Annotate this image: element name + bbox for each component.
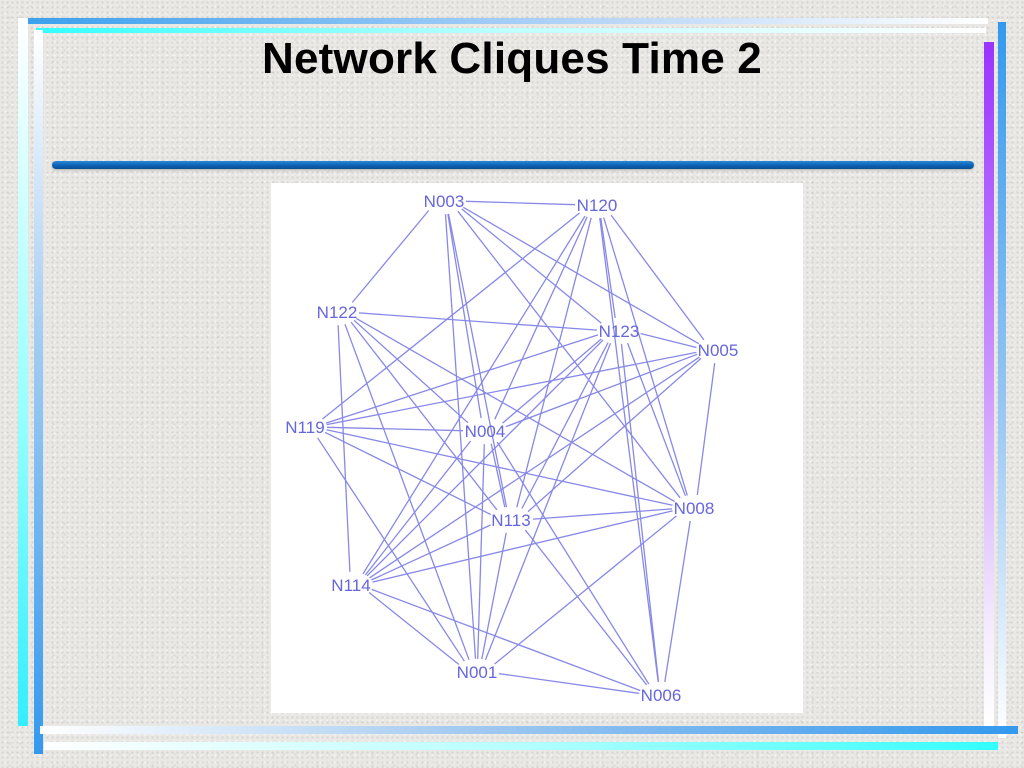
frame-right-bar [984,42,994,726]
edge-n008-n006 [664,520,691,683]
node-n004: N004 [465,422,506,441]
edge-n004-n113 [490,443,506,508]
edge-n003-n004 [447,213,482,419]
edge-n113-n001 [481,532,507,660]
edge-n122-n114 [337,325,351,572]
edge-n120-n113 [516,217,592,508]
edge-n119-n008 [326,429,673,506]
node-n123: N123 [599,322,640,341]
edge-n120-n119 [322,212,580,420]
edge-n005-n113 [527,357,702,513]
edge-n120-n008 [603,217,688,496]
node-n001: N001 [457,663,498,682]
edge-n003-n120 [465,200,576,206]
edge-n001-n006 [498,672,640,695]
node-n120: N120 [577,196,618,215]
edge-n004-n001 [477,444,485,659]
frame-bottom-bar [40,726,1018,734]
edge-n119-n113 [324,431,492,516]
edge-n123-n005 [640,332,697,349]
frame-left-bar [18,18,28,726]
slide-title: Network Cliques Time 2 [262,34,762,83]
edge-n114-n001 [368,591,460,666]
node-n122: N122 [317,303,358,322]
node-n113: N113 [491,511,530,530]
edge-n123-n114 [366,339,604,577]
edge-n113-n006 [524,529,648,686]
edge-n008-n001 [494,515,677,665]
edge-n119-n001 [317,437,465,662]
edge-n004-n114 [364,440,472,576]
edge-n122-n001 [344,324,470,660]
edge-n120-n123 [600,217,616,319]
edge-n004-n006 [496,441,650,685]
edge-n003-n005 [462,206,700,345]
node-n114: N114 [331,576,370,595]
edge-n113-n008 [532,508,673,520]
edge-n123-n113 [521,342,609,509]
edge-n114-n006 [371,588,641,692]
frame-top-inner-bar [36,28,986,33]
edge-n003-n123 [461,208,602,324]
frame-left-inner-bar [34,30,43,754]
node-n003: N003 [424,192,465,211]
edge-n123-n006 [620,344,660,682]
edges-layer [317,200,716,695]
edge-n003-n122 [351,210,430,303]
edge-n122-n008 [355,317,676,503]
edge-n123-n119 [325,334,599,424]
edge-n120-n114 [362,215,586,575]
edge-n005-n119 [326,351,697,426]
edge-n123-n008 [626,342,687,497]
edge-n119-n004 [326,426,464,432]
edge-n122-n113 [350,321,498,511]
edge-n123-n001 [484,342,612,661]
frame-right-outer-bar [998,22,1006,738]
frame-top-bar [22,18,988,24]
title-divider [52,161,974,169]
edge-n005-n008 [696,363,716,495]
node-n005: N005 [698,341,739,360]
edge-n005-n004 [505,353,698,428]
edge-n120-n006 [599,218,659,682]
edge-n003-n001 [444,214,477,659]
edge-n122-n004 [353,319,469,424]
edge-n113-n114 [371,524,491,581]
edge-n122-n123 [358,312,598,331]
node-n008: N008 [674,499,715,518]
edge-n120-n004 [494,216,588,420]
node-n119: N119 [285,418,324,437]
edge-n003-n008 [457,210,681,499]
edge-n008-n114 [372,510,673,583]
edge-n005-n114 [369,356,700,579]
frame-bottom-inner-bar [44,742,998,750]
edge-n120-n005 [610,214,705,341]
edge-n003-n113 [447,213,508,508]
node-n006: N006 [641,686,682,705]
